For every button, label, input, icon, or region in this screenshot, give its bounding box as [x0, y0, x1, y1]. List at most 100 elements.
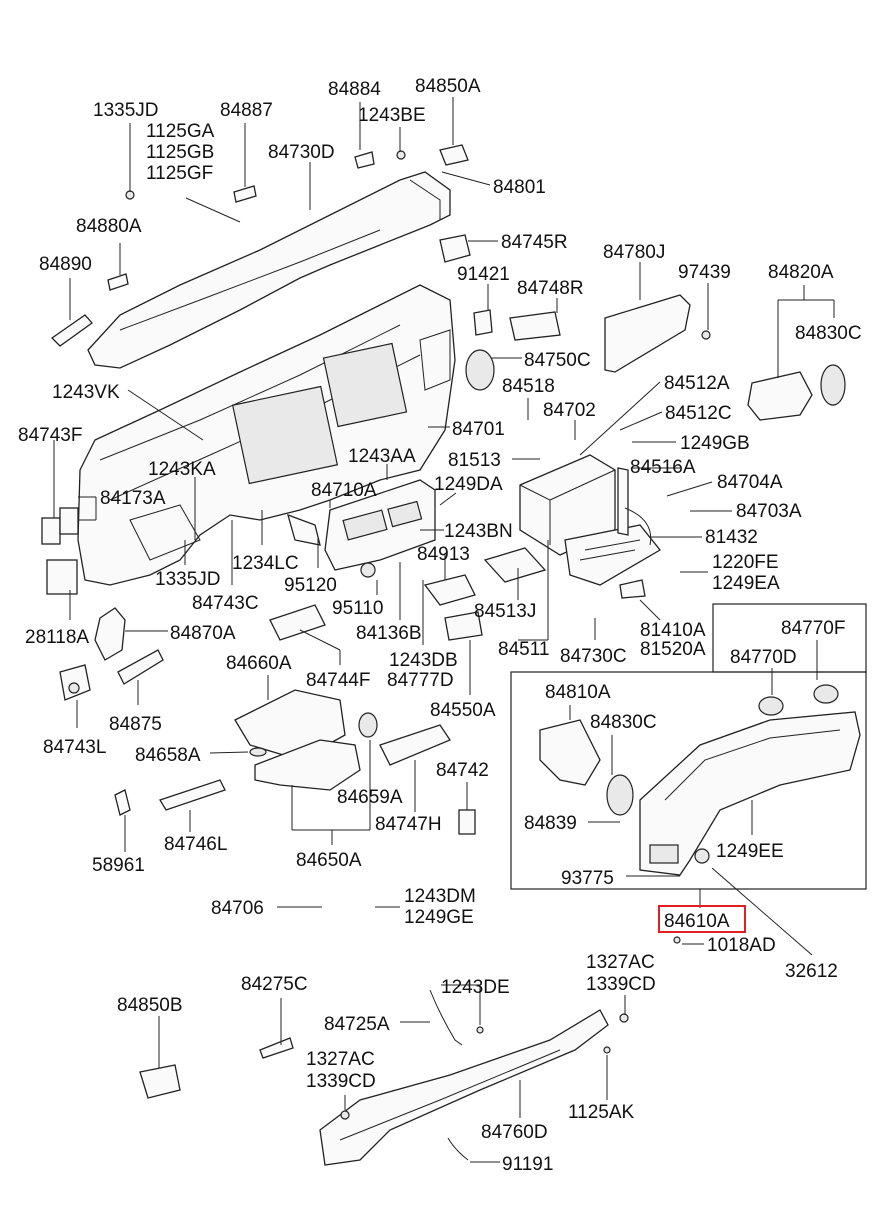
label-84830c-1: 84830C	[795, 323, 862, 344]
label-84658a: 84658A	[135, 745, 201, 766]
label-84511: 84511	[498, 639, 549, 660]
part-labels: 84884 84850A 1335JD 84887 1243BE 1125GA …	[18, 76, 862, 1175]
label-84516a: 84516A	[630, 457, 696, 478]
label-84730c: 84730C	[560, 646, 627, 667]
label-84610a: 84610A	[664, 911, 730, 932]
label-84770f: 84770F	[781, 618, 845, 639]
label-84850a: 84850A	[415, 76, 481, 97]
label-81513: 81513	[448, 450, 501, 471]
label-1243be: 1243BE	[358, 105, 426, 126]
label-58961: 58961	[92, 855, 145, 876]
label-1018ad: 1018AD	[707, 935, 776, 956]
label-1249ea: 1249EA	[712, 573, 780, 594]
label-91191: 91191	[502, 1154, 553, 1175]
label-84136b: 84136B	[356, 623, 422, 644]
label-95120: 95120	[284, 575, 337, 596]
leader-lines	[53, 97, 835, 1163]
label-84743c: 84743C	[192, 593, 259, 614]
label-84173a: 84173A	[100, 488, 166, 509]
label-95110: 95110	[332, 598, 383, 619]
label-1243dm: 1243DM	[404, 886, 476, 907]
label-84839: 84839	[524, 813, 577, 834]
label-84744f: 84744F	[306, 670, 370, 691]
label-84850b: 84850B	[117, 995, 183, 1016]
label-81410a: 81410A	[640, 620, 706, 641]
label-1249da: 1249DA	[434, 474, 503, 495]
label-84913: 84913	[417, 544, 470, 565]
label-1243ka: 1243KA	[148, 459, 216, 480]
label-81432: 81432	[705, 527, 758, 548]
label-84880a: 84880A	[76, 216, 142, 237]
label-1335jd-2: 1335JD	[155, 569, 221, 590]
label-1234lc: 1234LC	[232, 553, 299, 574]
label-1339cd-1: 1339CD	[586, 974, 656, 995]
label-84770d: 84770D	[730, 647, 797, 668]
label-84518: 84518	[502, 376, 555, 397]
label-1243vk: 1243VK	[52, 382, 120, 403]
lower-reinforcement-84760d	[319, 1009, 609, 1166]
label-84746l: 84746L	[164, 834, 227, 855]
label-81520a: 81520A	[640, 639, 706, 660]
label-1125gf: 1125GF	[146, 163, 213, 184]
label-84777d: 84777D	[387, 670, 454, 691]
label-97439: 97439	[678, 262, 731, 283]
label-84870a: 84870A	[170, 623, 236, 644]
label-84820a: 84820A	[768, 262, 834, 283]
label-93775: 93775	[561, 868, 614, 889]
label-84780j: 84780J	[603, 242, 665, 263]
label-84660a: 84660A	[226, 653, 292, 674]
label-1243aa: 1243AA	[348, 446, 416, 467]
label-84550a: 84550A	[430, 700, 496, 721]
label-84710a: 84710A	[311, 480, 377, 501]
highlight-box	[658, 905, 746, 933]
label-84704a: 84704A	[717, 472, 783, 493]
label-84512a: 84512A	[664, 373, 730, 394]
label-84801: 84801	[493, 177, 546, 198]
label-1125ak: 1125AK	[568, 1102, 635, 1123]
label-1327ac-2: 1327AC	[306, 1049, 375, 1070]
label-84830c-2: 84830C	[590, 712, 657, 733]
label-1249ge: 1249GE	[404, 907, 474, 928]
label-84742: 84742	[436, 760, 489, 781]
label-84706: 84706	[211, 898, 264, 919]
label-91421: 91421	[457, 264, 510, 285]
label-1220fe: 1220FE	[712, 552, 779, 573]
label-1125ga: 1125GA	[146, 121, 215, 142]
label-1125gb: 1125GB	[146, 142, 214, 163]
label-84743f: 84743F	[18, 425, 82, 446]
label-84810a: 84810A	[545, 682, 611, 703]
label-84275c: 84275C	[241, 974, 308, 995]
label-84875: 84875	[109, 714, 162, 735]
sub-assembly-box	[510, 671, 867, 890]
label-1339cd-2: 1339CD	[306, 1071, 376, 1092]
label-1243bn: 1243BN	[444, 521, 513, 542]
label-84887: 84887	[220, 100, 273, 121]
instrument-bezel-84610a	[639, 711, 861, 876]
lower-cover-84650a	[254, 739, 361, 791]
label-1335jd: 1335JD	[93, 100, 159, 121]
label-84513j: 84513J	[474, 601, 536, 622]
label-1249ee: 1249EE	[716, 841, 784, 862]
label-84884: 84884	[328, 79, 381, 100]
label-84743l: 84743L	[43, 737, 106, 758]
label-1327ac-1: 1327AC	[586, 952, 655, 973]
label-84730d: 84730D	[268, 142, 335, 163]
label-84703a: 84703A	[736, 501, 802, 522]
label-84745r: 84745R	[501, 232, 568, 253]
label-84659a: 84659A	[337, 787, 403, 808]
label-84748r: 84748R	[517, 278, 584, 299]
label-84760d: 84760D	[481, 1122, 548, 1143]
label-84701: 84701	[452, 419, 505, 440]
label-1243db: 1243DB	[389, 650, 458, 671]
label-28118a: 28118A	[25, 627, 89, 648]
label-84512c: 84512C	[665, 403, 732, 424]
label-32612: 32612	[785, 961, 838, 982]
label-84702: 84702	[543, 400, 596, 421]
label-1249gb: 1249GB	[680, 433, 750, 454]
label-1243de: 1243DE	[441, 977, 510, 998]
label-84890: 84890	[39, 254, 92, 275]
label-84750c: 84750C	[524, 350, 591, 371]
label-84747h: 84747H	[375, 814, 442, 835]
label-84725a: 84725A	[324, 1014, 390, 1035]
